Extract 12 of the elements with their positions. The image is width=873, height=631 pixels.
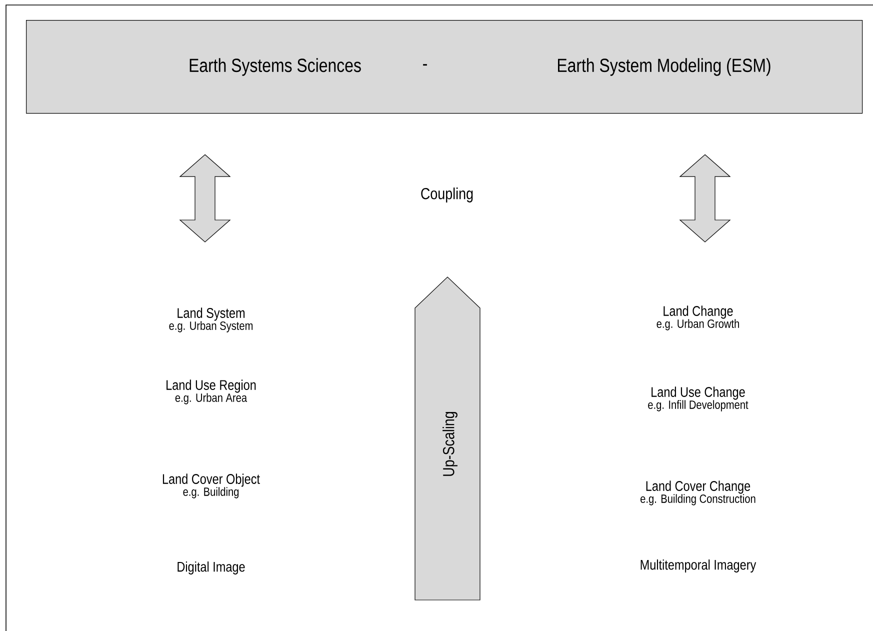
level-label: Land Cover Object e.g. Building xyxy=(162,474,260,498)
level-label: Land Use Region e.g. Urban Area xyxy=(166,380,256,404)
double-arrow xyxy=(179,154,231,242)
double-arrow xyxy=(679,154,731,242)
level-label: Land System e.g. Urban System xyxy=(169,308,253,332)
coupling-label: Coupling xyxy=(421,188,473,202)
banner-box: Earth Systems Sciences - Earth System Modeling (ESM) xyxy=(26,20,863,114)
level-label: Land Cover Change e.g. Building Construction xyxy=(640,480,756,506)
level-label: Land Use Change e.g. Infill Development xyxy=(648,386,748,412)
level-label: Digital Image xyxy=(178,561,245,575)
level-label: Multitemporal Imagery xyxy=(640,559,756,573)
level-label: Land Change e.g. Urban Growth xyxy=(656,306,739,330)
